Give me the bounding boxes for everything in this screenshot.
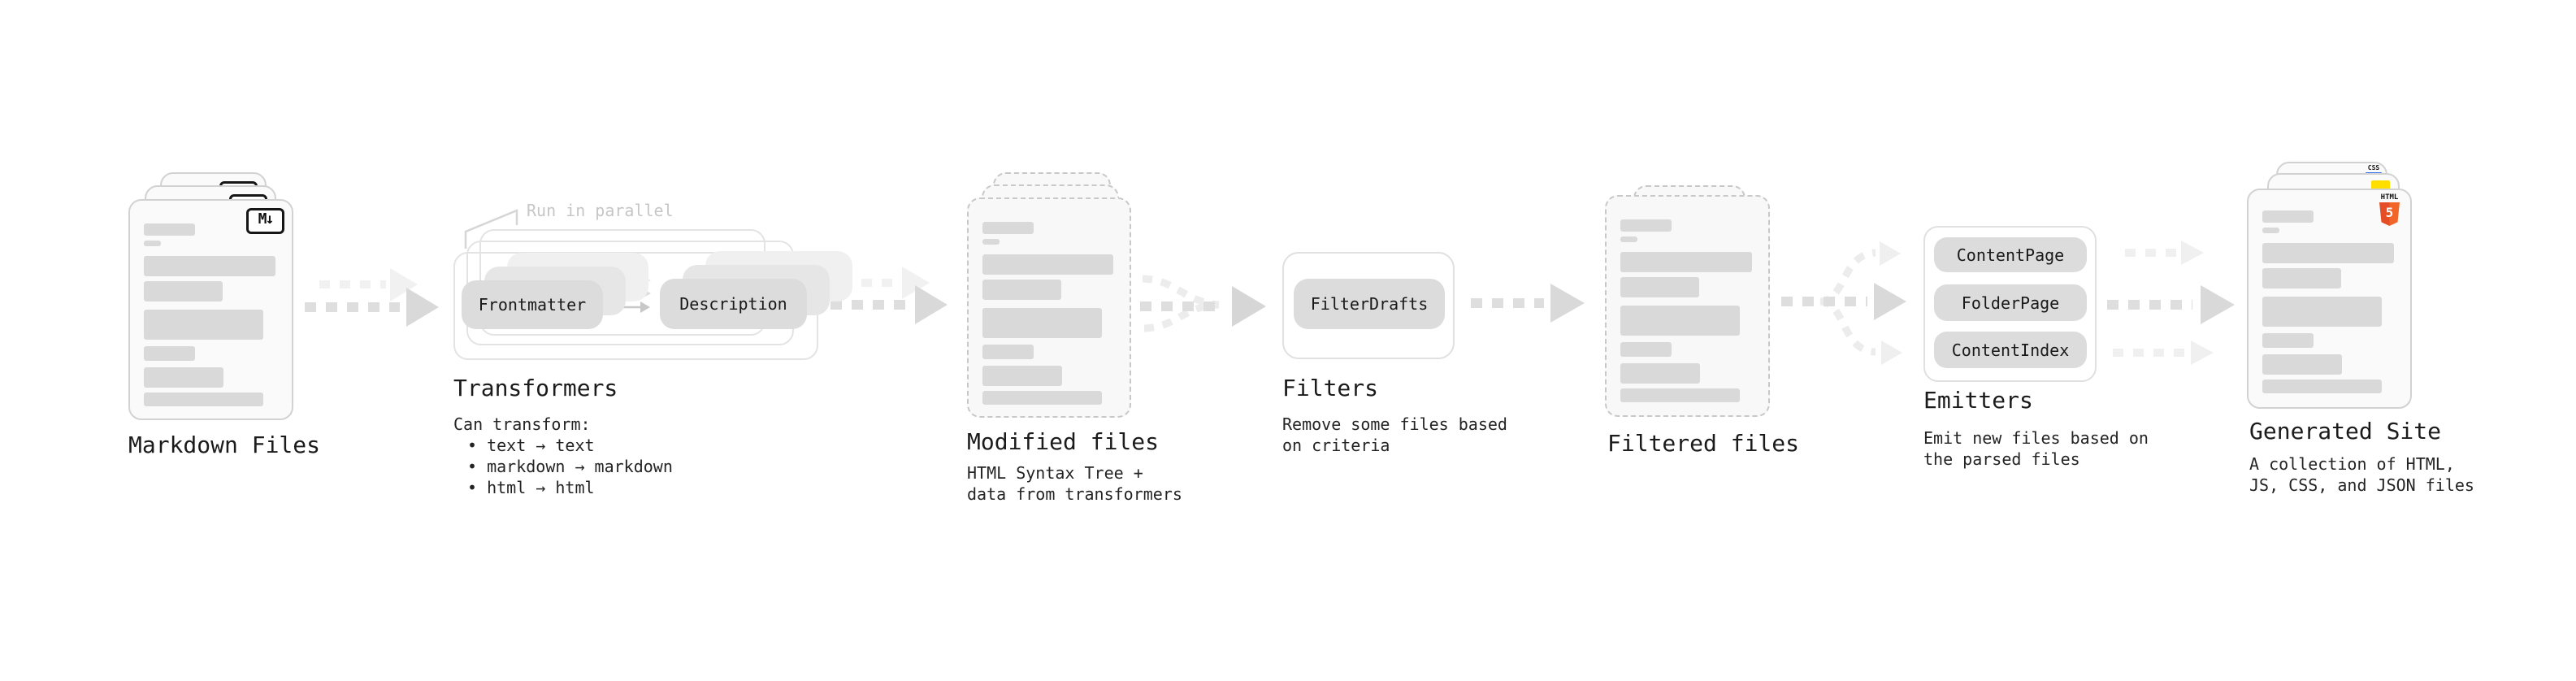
transformers-desc-heading: Can transform: — [453, 414, 591, 434]
generated-file-card-html: HTML 5 — [2247, 189, 2412, 409]
transformer-bullet-item: • markdown → markdown — [467, 457, 673, 476]
arrow-filters-to-filtered — [1471, 284, 1585, 323]
document-skeleton — [144, 223, 275, 406]
arrow-markdown-to-transformers — [305, 268, 439, 327]
markdown-icon: M↓ — [246, 208, 284, 234]
modified-file-card-front — [967, 197, 1131, 418]
js-icon — [2371, 180, 2390, 191]
filtered-files-title: Filtered files — [1607, 430, 1800, 457]
contentindex-pill: ContentIndex — [1934, 332, 2087, 368]
transformers-description: Can transform: • text → text • markdown … — [453, 414, 673, 498]
filters-title: Filters — [1282, 375, 1379, 401]
arrow-filtered-to-emitters — [1781, 241, 1906, 365]
frontmatter-pill: Frontmatter — [462, 280, 603, 329]
generated-site-description: A collection of HTML, JS, CSS, and JSON … — [2249, 454, 2474, 495]
run-in-parallel-annotation: Run in parallel — [527, 201, 674, 220]
transformer-bullet-item: • html → html — [467, 478, 595, 497]
contentpage-pill: ContentPage — [1934, 237, 2087, 272]
arrow-modified-to-filters — [1140, 275, 1266, 332]
filtered-file-card-front — [1605, 195, 1770, 417]
generated-site-title: Generated Site — [2249, 418, 2442, 445]
transformers-title: Transformers — [453, 375, 618, 401]
markdown-file-card-front: M↓ — [128, 199, 293, 420]
arrow-emitters-to-generated — [2107, 241, 2235, 365]
description-pill: Description — [660, 279, 807, 329]
html5-icon: HTML 5 — [2379, 193, 2400, 226]
modified-files-title: Modified files — [967, 428, 1160, 455]
transformer-bullet-item: • text → text — [467, 436, 595, 455]
filterdrafts-pill: FilterDrafts — [1294, 279, 1445, 329]
document-skeleton — [1620, 219, 1752, 402]
folderpage-pill: FolderPage — [1934, 284, 2087, 321]
markdown-files-title: Markdown Files — [128, 432, 321, 458]
filters-description: Remove some files based on criteria — [1282, 414, 1507, 455]
document-skeleton — [2262, 210, 2394, 393]
emitters-description: Emit new files based on the parsed files — [1923, 428, 2149, 469]
modified-files-description: HTML Syntax Tree + data from transformer… — [967, 463, 1182, 504]
document-skeleton — [982, 222, 1113, 405]
emitters-title: Emitters — [1923, 387, 2033, 414]
